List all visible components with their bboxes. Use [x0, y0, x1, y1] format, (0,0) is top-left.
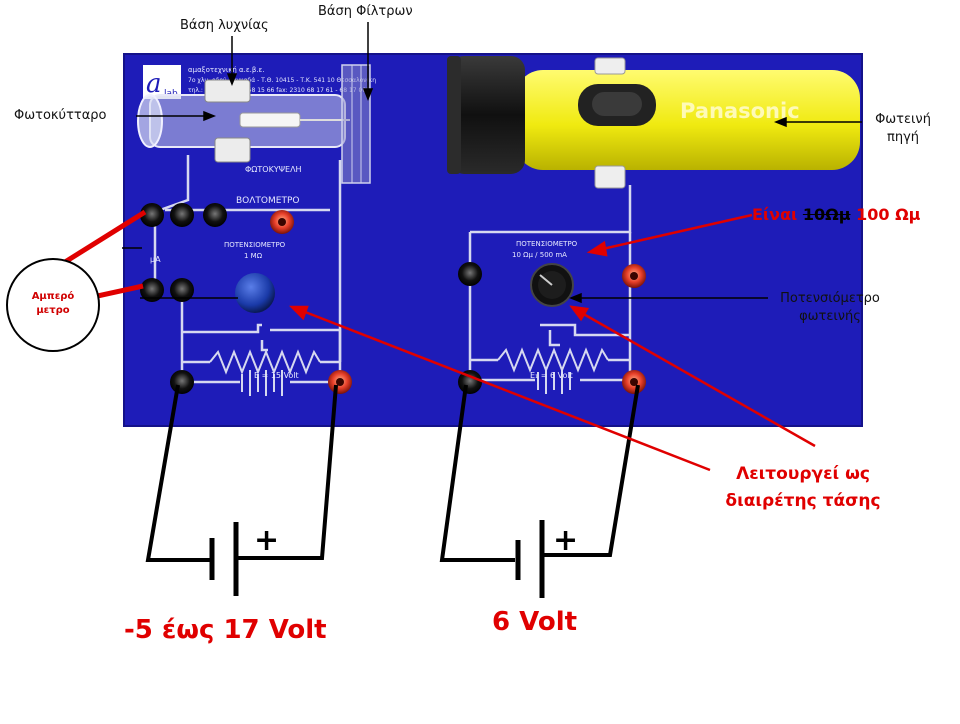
flashlight: Panasonic	[447, 56, 860, 189]
photocell-tube	[137, 79, 350, 163]
ammeter-circle: Αμπερό μετρο	[6, 258, 100, 352]
light-source-label: Φωτεινή πηγή	[868, 112, 938, 145]
socket-black-1	[140, 203, 164, 227]
resistance-note: Είναι 10Ωμ 100 Ωμ	[752, 205, 920, 224]
photocell-label: Φωτοκύτταρο	[14, 108, 107, 123]
brand-logo: a	[146, 69, 162, 99]
light-source-label-line2: πηγή	[887, 130, 919, 145]
divider-line-2: διαιρέτης τάσης	[725, 491, 881, 511]
lamp-base-label: Βάση λυχνίας	[180, 18, 269, 33]
company-line-1: αμαξοτεχνική α.ε.β.ε.	[188, 66, 265, 74]
socket-black-4	[140, 278, 164, 302]
light-pot-label-line2: φωτεινής	[799, 309, 861, 324]
right-battery-symbol	[537, 368, 571, 394]
battery1-label: E = 15 Volt	[254, 371, 299, 380]
left-resistor-symbol	[209, 349, 321, 375]
supply-left-label: -5 έως 17 Volt	[124, 615, 327, 645]
socket-black-5	[170, 278, 194, 302]
divider-line-1: Λειτουργεί ως	[736, 464, 870, 484]
supply-battery-right	[515, 520, 545, 598]
resistance-prefix: Είναι	[752, 205, 798, 224]
socket-black-7	[458, 262, 482, 286]
right-circuit-traces	[468, 185, 632, 382]
left-circuit-traces	[153, 155, 342, 384]
right-resistor-symbol	[497, 347, 609, 373]
filter-base	[341, 64, 371, 184]
supply-battery-left	[209, 522, 239, 596]
supply-right-label: 6 Volt	[492, 607, 578, 637]
voltage-divider-note: Λειτουργεί ως διαιρέτης τάσης	[708, 461, 898, 515]
ammeter-line-1: Αμπερό	[31, 291, 75, 302]
external-wires	[145, 384, 640, 562]
filter-base-label: Βάση Φίλτρων	[318, 4, 413, 19]
light-potentiometer-label: Ποτενσιόμετρο φωτεινής	[770, 291, 890, 324]
socket-black-2	[170, 203, 194, 227]
battery2-label: E₁ = 6 Volt	[530, 371, 573, 380]
ua-label: μA	[150, 255, 161, 264]
resistance-new-value: 100 Ωμ	[856, 205, 921, 224]
red-arrows	[63, 209, 816, 472]
brand-logo-box	[143, 65, 181, 99]
company-line-3: τηλ.: 2310 67 60 & 68 15 66 fax: 2310 68…	[188, 87, 370, 94]
pot1-value: 1 ΜΩ	[244, 252, 263, 260]
pot2-value: 10 Ωμ / 500 mA	[512, 251, 567, 259]
flashlight-brand: Panasonic	[680, 99, 800, 123]
ammeter-line-2: μετρο	[36, 305, 70, 316]
light-source-label-line1: Φωτεινή	[875, 112, 931, 127]
light-pot-label-line1: Ποτενσιόμετρο	[780, 291, 880, 306]
left-battery-symbol	[241, 370, 283, 396]
ammeter-text: Αμπερό μετρο	[8, 290, 98, 318]
socket-black-6	[170, 370, 194, 394]
pot1-label: ΠΟΤΕΝΣΙΟΜΕΤΡΟ	[224, 241, 286, 249]
plus-sign-left: +	[254, 523, 279, 558]
socket-black-3	[203, 203, 227, 227]
potentiometer-knob-1[interactable]	[235, 273, 275, 313]
company-line-2: 7ο χλμ. οδού Λαγκαδά - Τ.Θ. 10415 - Τ.Κ.…	[188, 77, 376, 84]
voltmeter-label: ΒΟΛΤΟΜΕΤΡΟ	[236, 196, 299, 206]
cell-label: ΦΩΤΟΚΥΨΕΛΗ	[245, 165, 302, 174]
pot2-label: ΠΟΤΕΝΣΙΟΜΕΤΡΟ	[516, 240, 578, 248]
resistance-old-value: 10Ωμ	[802, 205, 851, 224]
label-pointers	[122, 22, 862, 304]
plus-sign-right: +	[553, 523, 578, 558]
